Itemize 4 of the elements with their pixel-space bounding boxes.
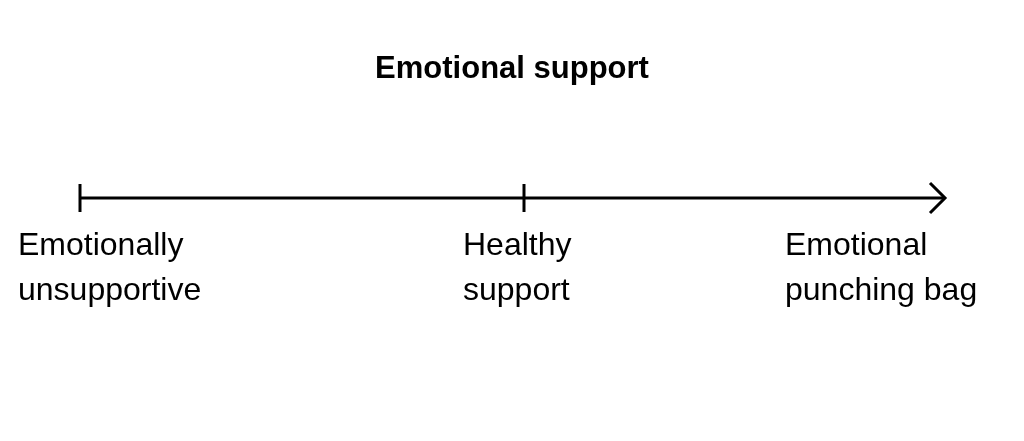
title: Emotional support xyxy=(374,50,650,86)
scale-label: Emotional punching bag xyxy=(785,225,979,309)
scale-label: Emotionally unsupportive xyxy=(18,225,203,309)
scale-label: Healthy support xyxy=(463,225,573,309)
